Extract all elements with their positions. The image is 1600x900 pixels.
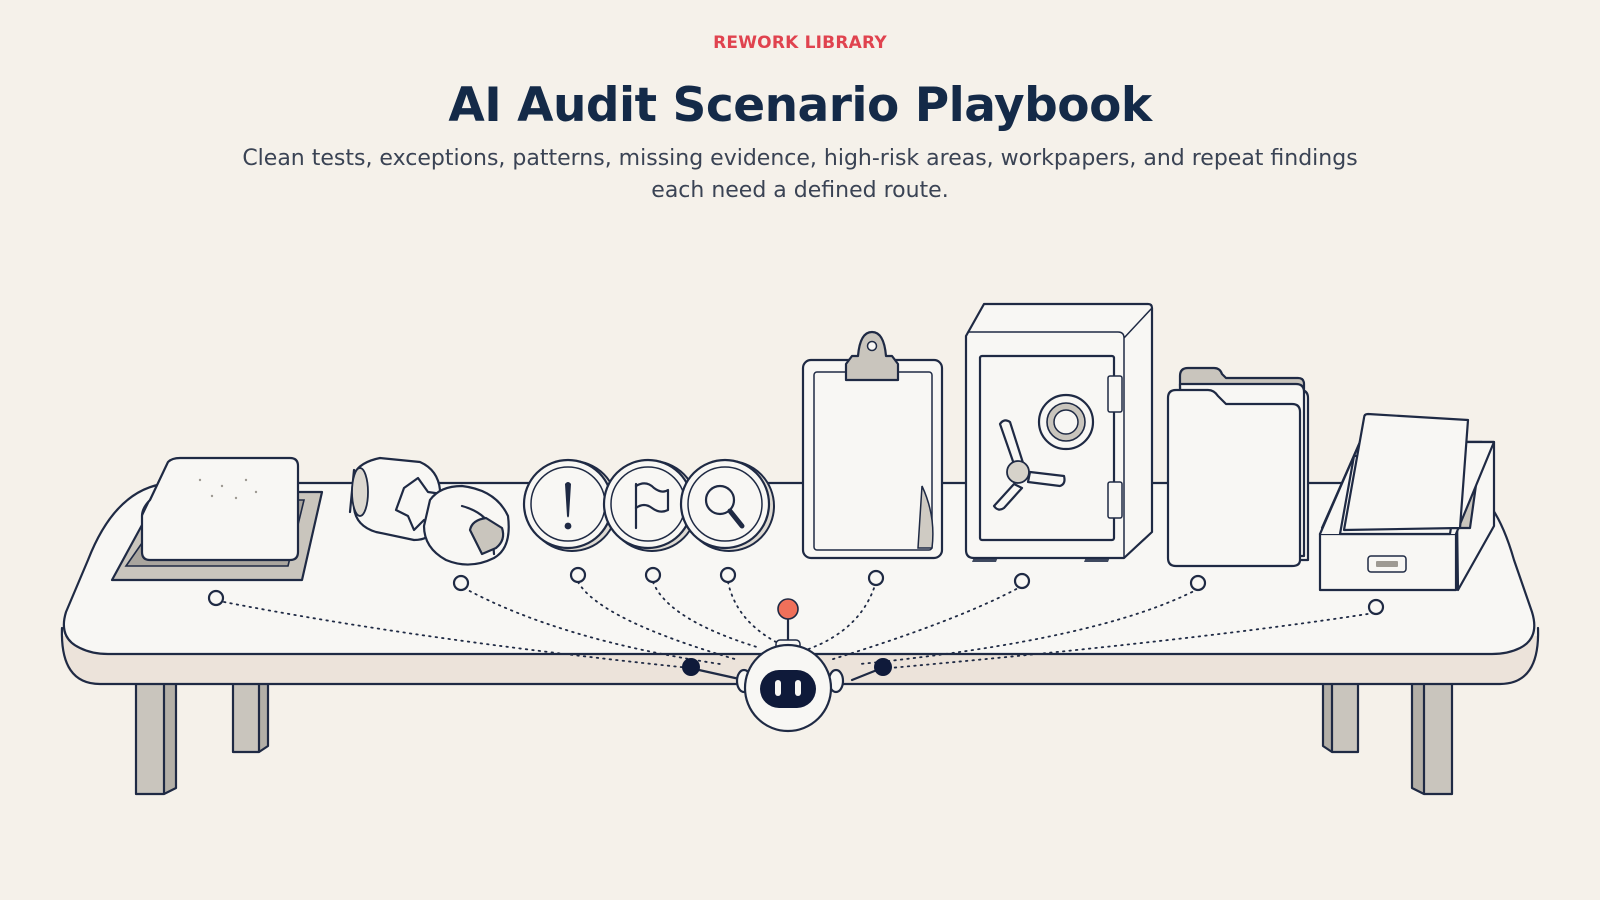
- table-leg-front-right: [1410, 678, 1454, 796]
- safe-icon: [964, 302, 1154, 562]
- table-leg-front-left: [134, 678, 178, 796]
- magnifier-coin-icon: [679, 458, 775, 552]
- node-drawer: [1367, 598, 1385, 616]
- node-clipboard: [867, 569, 885, 587]
- cushion-tray-icon: [110, 456, 324, 582]
- exclamation-coin-icon: [522, 458, 618, 552]
- robot-icon: [682, 598, 892, 733]
- node-magnifier: [719, 566, 737, 584]
- eyebrow-label: REWORK LIBRARY: [713, 33, 887, 53]
- flag-coin-icon: [602, 458, 698, 552]
- node-pipe: [452, 574, 470, 592]
- node-cushion: [207, 589, 225, 607]
- node-folder: [1189, 574, 1207, 592]
- node-flag: [644, 566, 662, 584]
- table-leg-back-left: [231, 682, 270, 754]
- file-drawer-icon: [1318, 412, 1496, 592]
- folder-icon: [1166, 366, 1310, 568]
- page-title: AI Audit Scenario Playbook: [448, 78, 1152, 133]
- node-safe: [1013, 572, 1031, 590]
- pipe-fitting-icon: [348, 456, 510, 566]
- table-leg-back-right: [1321, 682, 1360, 754]
- page-subtitle: Clean tests, exceptions, patterns, missi…: [242, 146, 1358, 203]
- clipboard-icon: [801, 330, 944, 560]
- connector-lines: [223, 581, 1375, 669]
- node-exclamation: [569, 566, 587, 584]
